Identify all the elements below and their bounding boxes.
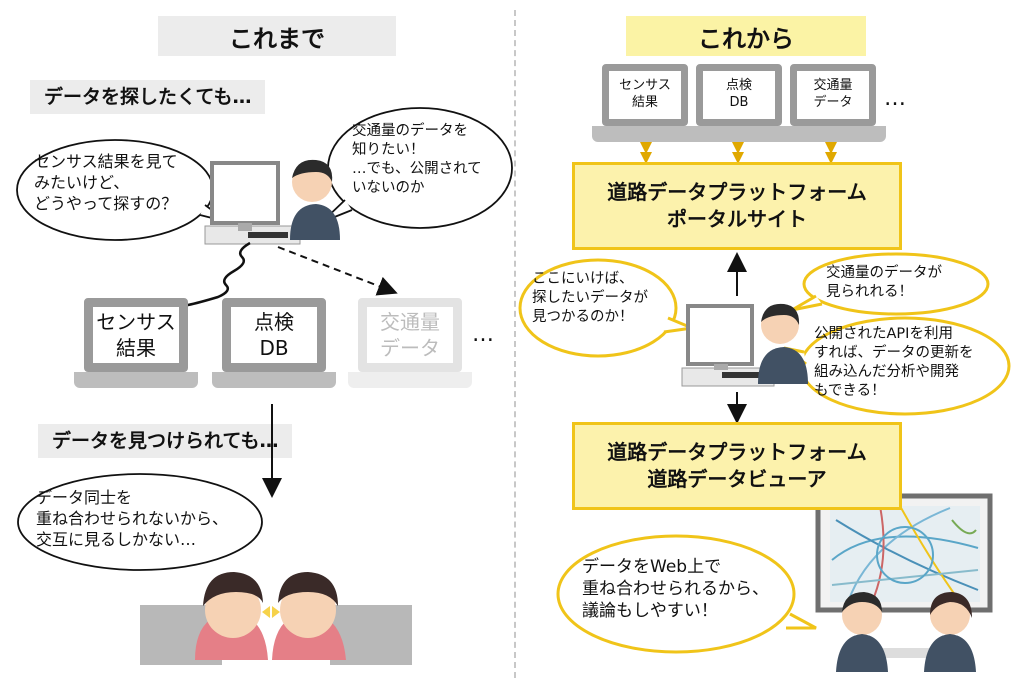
subheading-search: データを探したくても… <box>30 80 266 114</box>
laptop-inspection-left-label: 点検 DB <box>222 298 326 372</box>
ellipsis-left: … <box>472 322 498 347</box>
bubble-web-shape <box>556 534 817 654</box>
laptop-census-left: センサス 結果 <box>74 298 198 388</box>
portal-site-box: 道路データプラットフォーム ポータルサイト <box>572 162 902 250</box>
ellipsis-right: … <box>884 86 910 111</box>
laptop-inspection-right-label: 点検 DB <box>696 64 782 126</box>
bubble-api-text: 公開されたAPIを利用 すれば、データの更新を 組み込んだ分析や開発 もできる！ <box>814 326 974 399</box>
laptop-census-left-label: センサス 結果 <box>84 298 188 372</box>
map-monitor <box>815 493 993 613</box>
person-at-computer-left <box>204 159 340 245</box>
two-people-discussing <box>836 592 976 672</box>
laptop-inspection-left: 点検 DB <box>212 298 336 388</box>
laptop-census-right-label: センサス 結果 <box>602 64 688 126</box>
bubble-find-text: ここにいけば、 探したいデータが 見つかるのか！ <box>532 271 648 325</box>
laptop-inspection-right: 点検 DB <box>686 64 792 142</box>
laptop-traffic-left-label: 交通量 データ <box>358 298 462 372</box>
bubble-overlay-shape <box>17 473 263 571</box>
header-before: これまで <box>158 16 396 56</box>
laptop-census-right: センサス 結果 <box>592 64 698 142</box>
person-at-computer-right <box>681 303 808 387</box>
header-after: これから <box>626 16 866 56</box>
laptop-traffic-right-label: 交通量 データ <box>790 64 876 126</box>
center-divider <box>514 10 516 678</box>
laptop-traffic-left: 交通量 データ <box>348 298 472 388</box>
bubble-overlay-text: データ同士を 重ね合わせられないから、 交互に見るしかない… <box>36 488 229 549</box>
two-people-comparing <box>140 572 412 665</box>
bubble-find-shape <box>518 258 698 358</box>
laptop-traffic-right: 交通量 データ <box>780 64 886 142</box>
dashed-arrow <box>277 246 398 296</box>
bubble-traffic-right-shape <box>791 252 990 316</box>
data-viewer-box: 道路データプラットフォーム 道路データビューア <box>572 422 902 510</box>
subheading-found: データを見つけられても… <box>38 424 293 458</box>
bubble-web-text: データをWeb上で 重ね合わせられるから、 議論もしやすい！ <box>582 557 769 622</box>
bubble-search-text: センサス結果を見て みたいけど、 どうやって探すの？ <box>34 152 178 213</box>
bubble-traffic-right-text: 交通量のデータが 見られれる！ <box>826 265 942 300</box>
bubble-traffic-left-text: 交通量のデータを 知りたい！ …でも、公開されて いないのか <box>352 123 482 196</box>
